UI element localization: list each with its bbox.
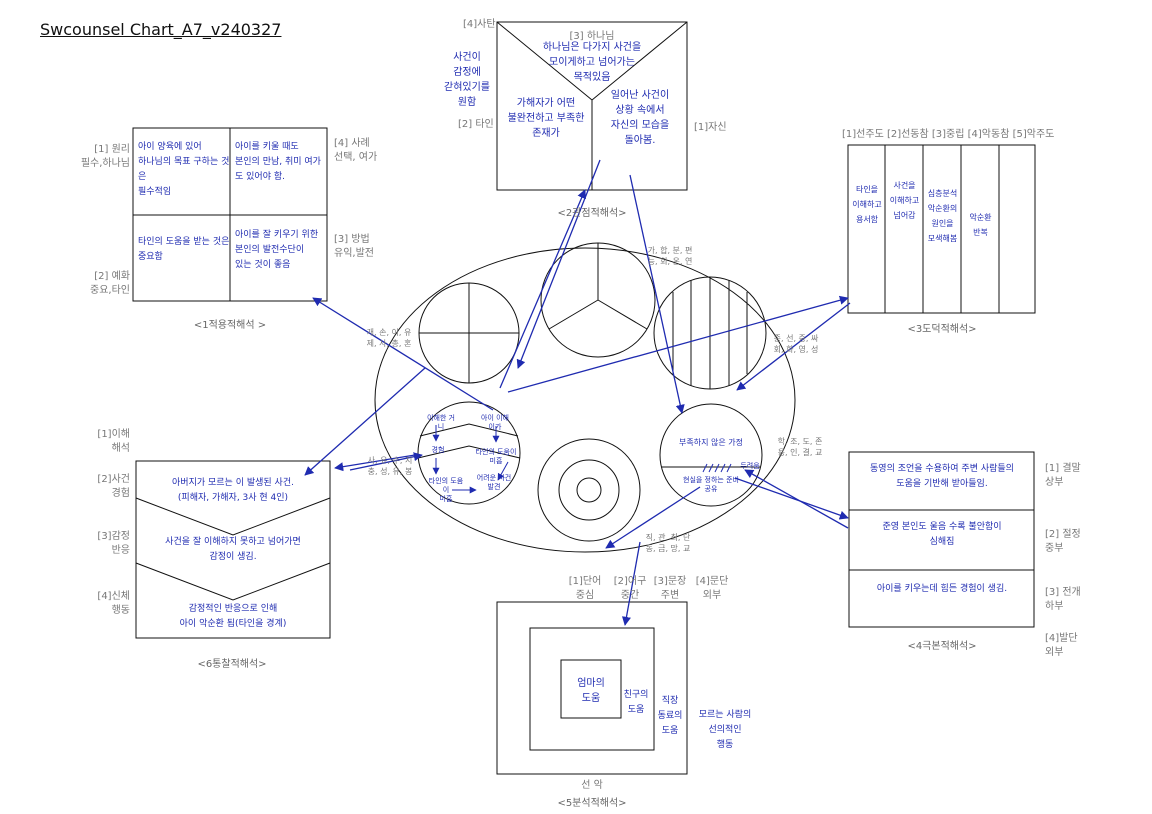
- box4-label-2: [2] 절정 중부: [1045, 529, 1081, 554]
- caption-5: <5분석적해석>: [557, 798, 627, 809]
- box5-note-outside: 모르는 사람의 선의적인 행동: [698, 710, 752, 750]
- box1-label-1: [1] 원리 필수,하나님: [80, 144, 130, 169]
- box6-note-1: 아버지가 모르는 이 발생된 사건. (피해자, 가해자, 3사 현 4인): [172, 478, 294, 503]
- box6-label-4: [4]신체 행동: [97, 591, 130, 616]
- c6-note-6: 어려운 사건 발견: [476, 474, 512, 491]
- box5-label-1: [1]단어 중심: [568, 576, 602, 601]
- box4: [848, 451, 1035, 628]
- box3: [847, 144, 1036, 314]
- box5-label-4: [4]문단 외부: [695, 576, 729, 601]
- box4-label-4: [4]발단 외부: [1045, 633, 1078, 658]
- caption-4: <4극본적해석>: [907, 641, 977, 652]
- box5: [496, 601, 688, 775]
- center-letters-3: 종, 선, 중, 싸 회, 화, 영, 성: [773, 334, 819, 354]
- top-note-satan: 사건이 감정에 갇혀있기를 원함: [444, 52, 490, 108]
- center-letters-5: 직, 관, 최, 단 동, 금, 망, 교: [645, 533, 691, 553]
- top-note-jasin: 일어난 사건이 상황 속에서 자신의 모습을 돌아봄.: [610, 90, 670, 146]
- box5-note-ring3: 직장 동료의 도움: [657, 696, 683, 736]
- c6-note-1: 이해한 거니: [427, 414, 455, 431]
- box6-note-2: 사건을 잘 이해하지 못하고 넘어가면 감정이 생김.: [165, 537, 301, 562]
- box3-col-4: 악순환 반복: [969, 213, 992, 237]
- center-letters-4: 학, 조, 도, 존 용, 인, 결, 교: [777, 437, 823, 457]
- center-letters-6: 사, 유, 수, 지 충, 성, 유, 봉: [367, 456, 413, 476]
- box5-note-ring2: 친구의 도움: [623, 690, 649, 715]
- label-satan: [4]사탄: [463, 19, 496, 30]
- c4-note-1: 부족하지 않은 가정: [679, 438, 743, 447]
- c4-hatching: [702, 463, 732, 473]
- box5-label-2: [2]어구 중간: [613, 576, 647, 601]
- box4-note-2: 준영 본인도 울음 수록 불안함이 심해짐: [882, 522, 1002, 547]
- top-note-tain: 가해자가 어떤 불완전하고 부족한 존재가: [507, 98, 585, 139]
- caption-2: <2관점적해석>: [557, 208, 627, 219]
- caption-3: <3도덕적해석>: [907, 324, 977, 335]
- box6-label-2: [2]사건 경험: [97, 474, 130, 499]
- box4-label-3: [3] 전개 하부: [1045, 587, 1081, 612]
- c6-note-2: 아이 이해 이가: [481, 414, 509, 431]
- box6-label-3: [3]감정 반응: [97, 531, 130, 556]
- box1-note-q1: 아이 양육에 있어 하나님의 목표 구하는 것은 필수적임: [138, 142, 230, 197]
- box6: [135, 460, 331, 639]
- connection-arrows: [304, 159, 851, 626]
- box5-label-3: [3]문장 주변: [653, 576, 687, 601]
- box5-note-inner: 엄마의 도움: [577, 678, 605, 704]
- box3-col-3: 심층분석 악순환의 원인을 모색해봄: [927, 189, 958, 243]
- label-hananim: [3] 하나님: [569, 31, 615, 42]
- label-jasin: [1]자신: [694, 122, 727, 133]
- box6-note-3: 감정적인 반응으로 인해 아이 악순환 됨(타인을 경계): [179, 604, 287, 629]
- box1-note-q2: 아이를 키울 때도 본인의 만남, 취미 여가 도 있어야 함.: [235, 142, 321, 182]
- box4-label-1: [1] 결말 상부: [1045, 463, 1081, 488]
- box1-note-q4: 아이를 잘 키우기 위한 본인의 발전수단이 있는 것이 좋음: [235, 230, 319, 270]
- center-diagram: [374, 242, 796, 553]
- box4-note-1: 동영의 조언을 수용하여 주변 사람들의 도움을 기반해 받아들임.: [870, 464, 1014, 489]
- top-note-hananim: 하나님은 다가지 사건을 모이게하고 넘어가는 목적있음: [542, 42, 642, 83]
- c4-note-2: 현실을 정하는 준비 공유: [683, 476, 739, 493]
- box6-label-1: [1]이해 해석: [97, 429, 130, 454]
- c6-note-5: 타인의 도움이 미흡: [428, 477, 464, 503]
- box5-bottom-label: 선 악: [581, 780, 603, 791]
- box1-note-q3: 타인의 도움을 받는 것은 중요함: [138, 237, 230, 262]
- label-tain: [2] 타인: [458, 119, 494, 130]
- center-letters-2: 가, 합, 분, 편 능, 회, 온, 연: [647, 246, 693, 266]
- c6-mini-arrows: [432, 425, 509, 494]
- box1-label-3: [3] 방법 유익,발전: [334, 234, 374, 259]
- box1-label-4: [4] 사례 선택, 여가: [334, 138, 378, 163]
- box3-header: [1]선주도 [2]선동참 [3]중립 [4]악동참 [5]악주도: [842, 129, 1055, 140]
- caption-1: <1적용적해석 >: [193, 320, 267, 331]
- c6-note-4: 타인의 도움이 미흡: [475, 448, 517, 465]
- c4-note-3: 두려움: [740, 462, 760, 470]
- box3-col-2: 사건을 이해하고 넘어감: [889, 181, 920, 220]
- center-letters-1: 개, 손, 이, 유 제, 사, 총, 혼: [366, 328, 412, 348]
- box3-col-1: 타인을 이해하고 용서함: [852, 185, 882, 224]
- box1: [132, 127, 328, 302]
- box4-note-3: 아이를 키우는데 힘든 경험이 생김.: [876, 584, 1008, 594]
- c6-note-3: 경험: [431, 446, 445, 454]
- box1-label-2: [2] 예화 중요,타인: [90, 271, 130, 296]
- chart-title: Swcounsel Chart_A7_v240327: [40, 20, 282, 39]
- top-box: [496, 21, 688, 191]
- caption-6: <6통찰적해석>: [197, 659, 267, 670]
